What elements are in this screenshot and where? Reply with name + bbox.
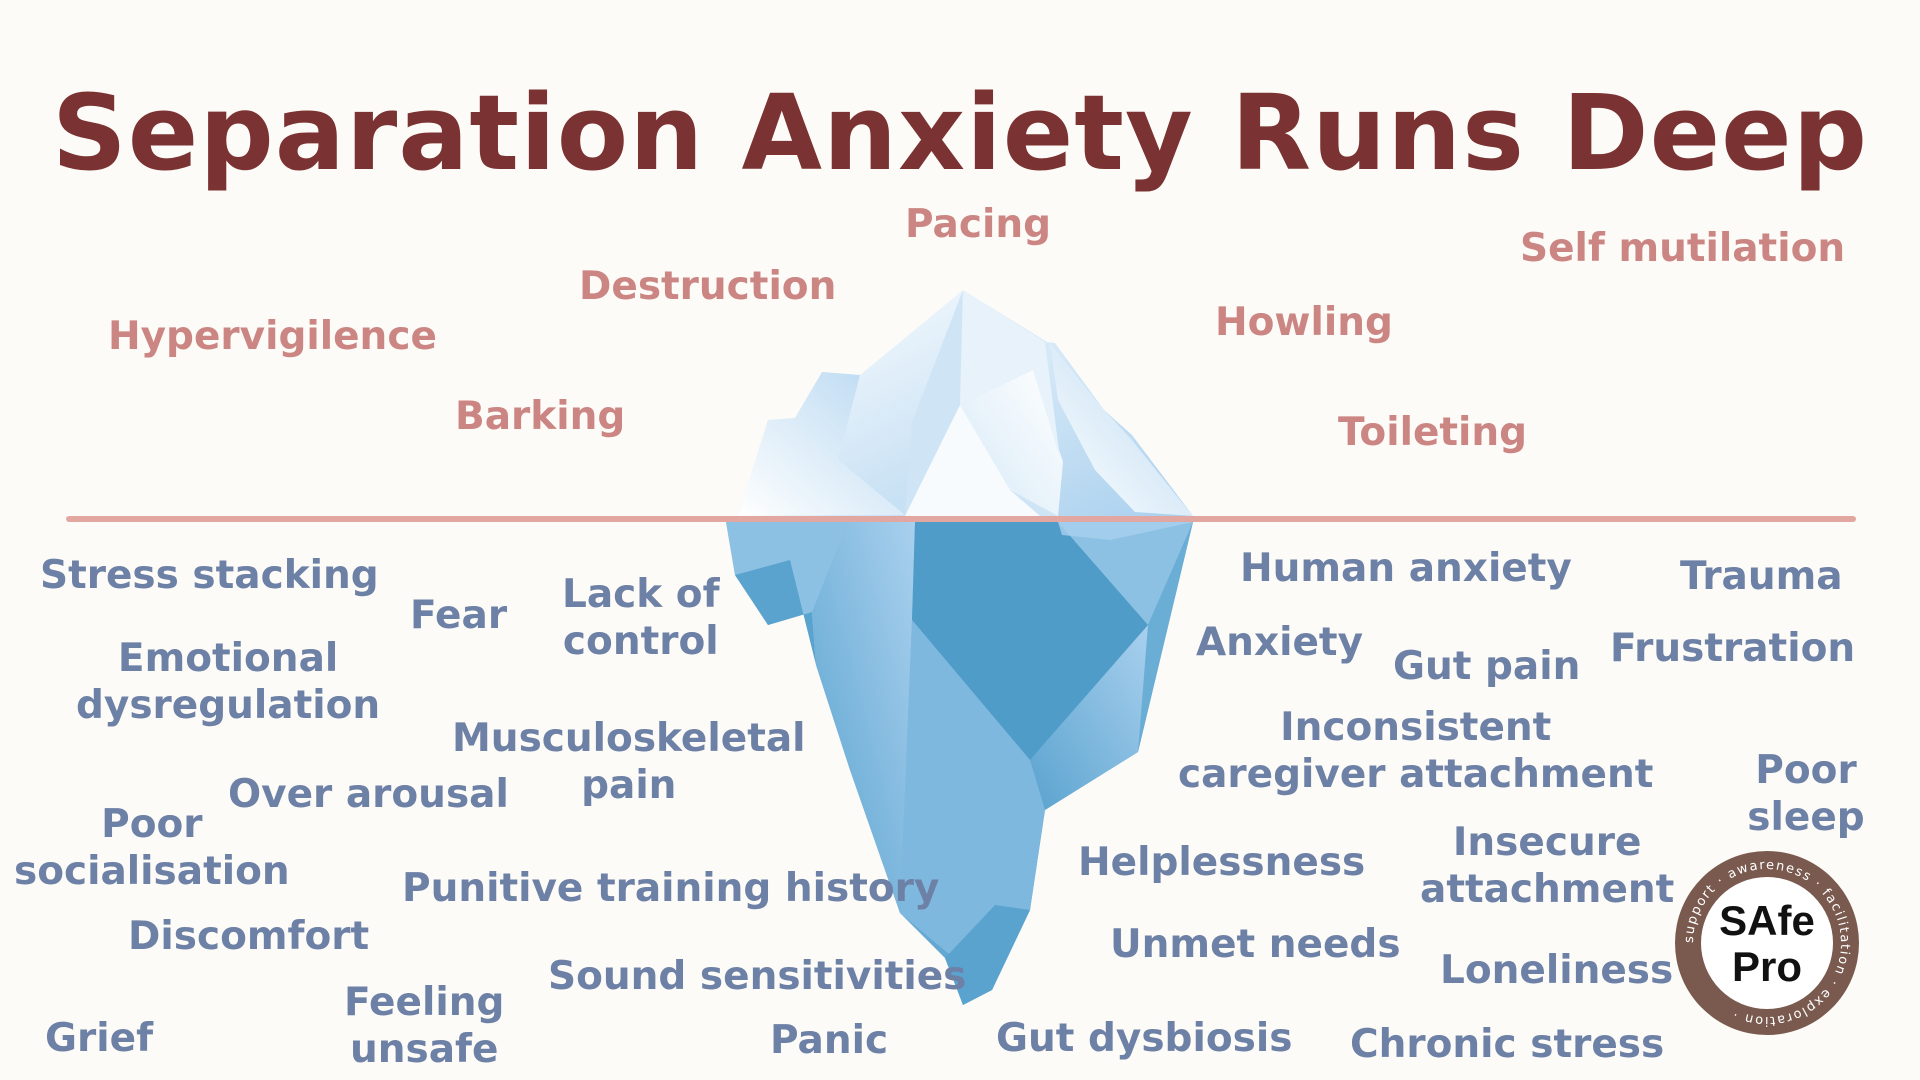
label-chronic-stress: Chronic stress — [1350, 1022, 1664, 1069]
label-loneliness: Loneliness — [1440, 948, 1673, 995]
label-lack-of-control: Lack of control — [562, 572, 720, 666]
waterline — [66, 516, 1856, 522]
label-poor-socialisation: Poor socialisation — [14, 802, 290, 896]
label-grief: Grief — [45, 1016, 153, 1063]
label-frustration: Frustration — [1610, 626, 1855, 673]
label-trauma: Trauma — [1680, 554, 1843, 601]
label-pacing: Pacing — [905, 202, 1051, 249]
label-human-anxiety: Human anxiety — [1240, 546, 1572, 593]
label-emotional-dysregulation: Emotional dysregulation — [76, 636, 380, 730]
label-gut-dysbiosis: Gut dysbiosis — [996, 1016, 1292, 1063]
label-poor-sleep: Poor sleep — [1692, 748, 1920, 842]
label-sound-sensitivities: Sound sensitivities — [548, 954, 966, 1001]
label-toileting: Toileting — [1338, 410, 1527, 457]
label-gut-pain: Gut pain — [1393, 644, 1580, 691]
label-panic: Panic — [770, 1018, 888, 1065]
logo-name-top: SAfe — [1672, 900, 1862, 942]
label-fear: Fear — [410, 593, 507, 640]
iceberg-tip — [738, 290, 1193, 516]
safe-pro-logo: support · awareness · facilitation · exp… — [1672, 848, 1862, 1038]
label-barking: Barking — [455, 394, 625, 441]
label-feeling-unsafe: Feeling unsafe — [344, 980, 504, 1074]
label-inconsistent-caregiver-attachment: Inconsistent caregiver attachment — [1178, 705, 1653, 799]
logo-name-bottom: Pro — [1672, 946, 1862, 988]
label-destruction: Destruction — [579, 264, 836, 311]
label-insecure-attachment: Insecure attachment — [1420, 820, 1674, 914]
label-helplessness: Helplessness — [1078, 840, 1365, 887]
label-punitive-training-history: Punitive training history — [402, 866, 939, 913]
label-anxiety: Anxiety — [1196, 620, 1363, 667]
label-unmet-needs: Unmet needs — [1110, 922, 1401, 969]
label-self-mutilation: Self mutilation — [1520, 226, 1845, 273]
label-discomfort: Discomfort — [128, 914, 369, 961]
label-howling: Howling — [1215, 300, 1393, 347]
label-stress-stacking: Stress stacking — [40, 553, 379, 600]
label-hypervigilence: Hypervigilence — [108, 314, 437, 361]
